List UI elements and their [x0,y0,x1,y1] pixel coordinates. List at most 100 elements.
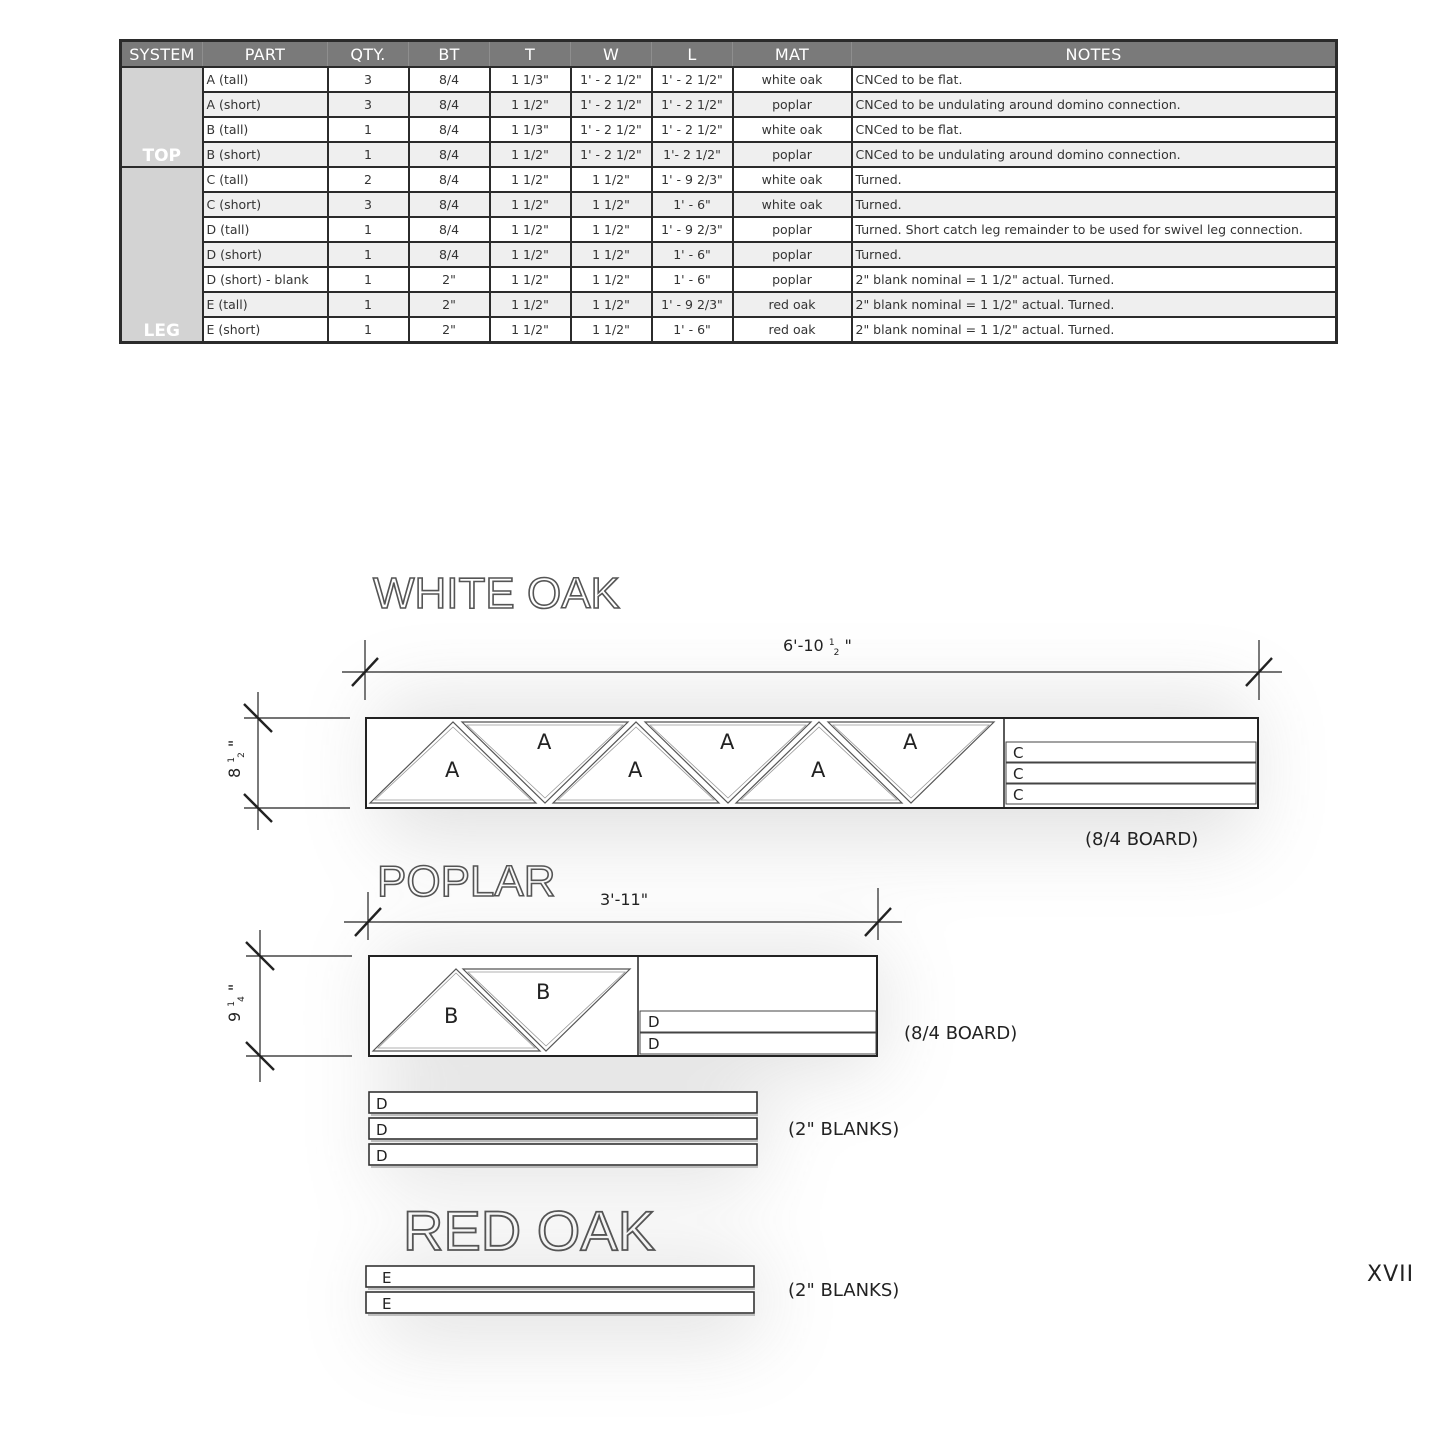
part-cell: C (tall) [201,166,329,193]
mat-cell: poplar [731,216,853,243]
part-cell: E (short) [201,316,329,344]
w-cell: 1 1/2" [569,191,653,218]
notes-cell: Turned. [850,241,1338,268]
part-cell: D (short) - blank [201,266,329,293]
mat-cell: poplar [731,91,853,118]
part-cell: D (short) [201,241,329,268]
part-cell: A (tall) [201,66,329,93]
l-cell: 1' - 6" [650,266,734,293]
part-label: A [445,758,460,782]
w-cell: 1' - 2 1/2" [569,116,653,143]
part-label: C [1013,744,1023,762]
qty-cell: 1 [326,291,410,318]
white-oak-width-dimension [243,692,350,830]
bt-cell: 2" [407,291,491,318]
qty-cell: 2 [326,166,410,193]
part-label: D [376,1147,388,1165]
qty-cell: 1 [326,316,410,344]
w-cell: 1 1/2" [569,316,653,344]
header-l: L [651,40,733,67]
header-t: T [489,40,571,67]
notes-cell: CNCed to be undulating around domino con… [850,141,1338,168]
mat-cell: poplar [731,266,853,293]
w-cell: 1 1/2" [569,166,653,193]
header-w: W [570,40,652,67]
mat-cell: poplar [731,141,853,168]
table-header-row: SYSTEM PART QTY. BT T W L MAT NOTES [120,40,1337,67]
t-cell: 1 1/2" [488,191,572,218]
notes-cell: Turned. Short catch leg remainder to be … [850,216,1338,243]
bt-cell: 2" [407,316,491,344]
l-cell: 1'- 2 1/2" [650,141,734,168]
cut-triangle [371,968,542,1052]
red-oak-blanks-label: (2" BLANKS) [788,1280,899,1301]
part-label: D [648,1013,660,1031]
l-cell: 1' - 2 1/2" [650,116,734,143]
l-cell: 1' - 6" [650,316,734,344]
cut-triangle [461,968,632,1052]
header-qty: QTY. [327,40,409,67]
part-cell: C (short) [201,191,329,218]
w-cell: 1 1/2" [569,266,653,293]
cut-strip [639,1032,877,1055]
poplar-triangles: BB [371,968,632,1052]
white-oak-board-label: (8/4 BOARD) [1085,829,1198,850]
bt-cell: 8/4 [407,166,491,193]
blank-board [365,1265,755,1288]
header-notes: NOTES [851,40,1337,67]
w-cell: 1' - 2 1/2" [569,91,653,118]
part-cell: D (tall) [201,216,329,243]
poplar-title: POPLAR [377,857,556,906]
part-label: A [537,730,552,754]
l-cell: 1' - 2 1/2" [650,66,734,93]
part-label: D [648,1035,660,1053]
cut-triangle [460,721,630,804]
w-cell: 1 1/2" [569,241,653,268]
white-oak-width-label: 8 1 2 " [219,740,248,778]
l-cell: 1' - 9 2/3" [650,216,734,243]
blank-board [365,1291,755,1314]
qty-cell: 1 [326,266,410,293]
bt-cell: 2" [407,266,491,293]
poplar-strips: DD [639,1010,877,1055]
part-label: C [1013,765,1023,783]
t-cell: 1 1/2" [488,166,572,193]
mat-cell: white oak [731,191,853,218]
qty-cell: 3 [326,66,410,93]
header-part: PART [202,40,328,67]
w-cell: 1 1/2" [569,291,653,318]
red-oak-title: RED OAK [403,1199,655,1262]
t-cell: 1 1/2" [488,141,572,168]
part-label: E [382,1295,391,1313]
cut-strip [1005,762,1257,784]
mat-cell: red oak [731,291,853,318]
part-label: D [376,1121,388,1139]
white-oak-length-label: 6'-10 1 2 " [783,630,852,659]
white-oak-length-dimension [342,640,1282,700]
part-cell: E (tall) [201,291,329,318]
qty-cell: 1 [326,116,410,143]
part-label: A [628,758,643,782]
bt-cell: 8/4 [407,91,491,118]
t-cell: 1 1/2" [488,316,572,344]
notes-cell: 2" blank nominal = 1 1/2" actual. Turned… [850,316,1338,344]
part-label: C [1013,786,1023,804]
mat-cell: white oak [731,66,853,93]
t-cell: 1 1/2" [488,266,572,293]
part-label: A [811,758,826,782]
blank-board [368,1091,758,1114]
qty-cell: 1 [326,216,410,243]
mat-cell: poplar [731,241,853,268]
red-oak-blanks: EE [365,1265,755,1316]
w-cell: 1 1/2" [569,216,653,243]
